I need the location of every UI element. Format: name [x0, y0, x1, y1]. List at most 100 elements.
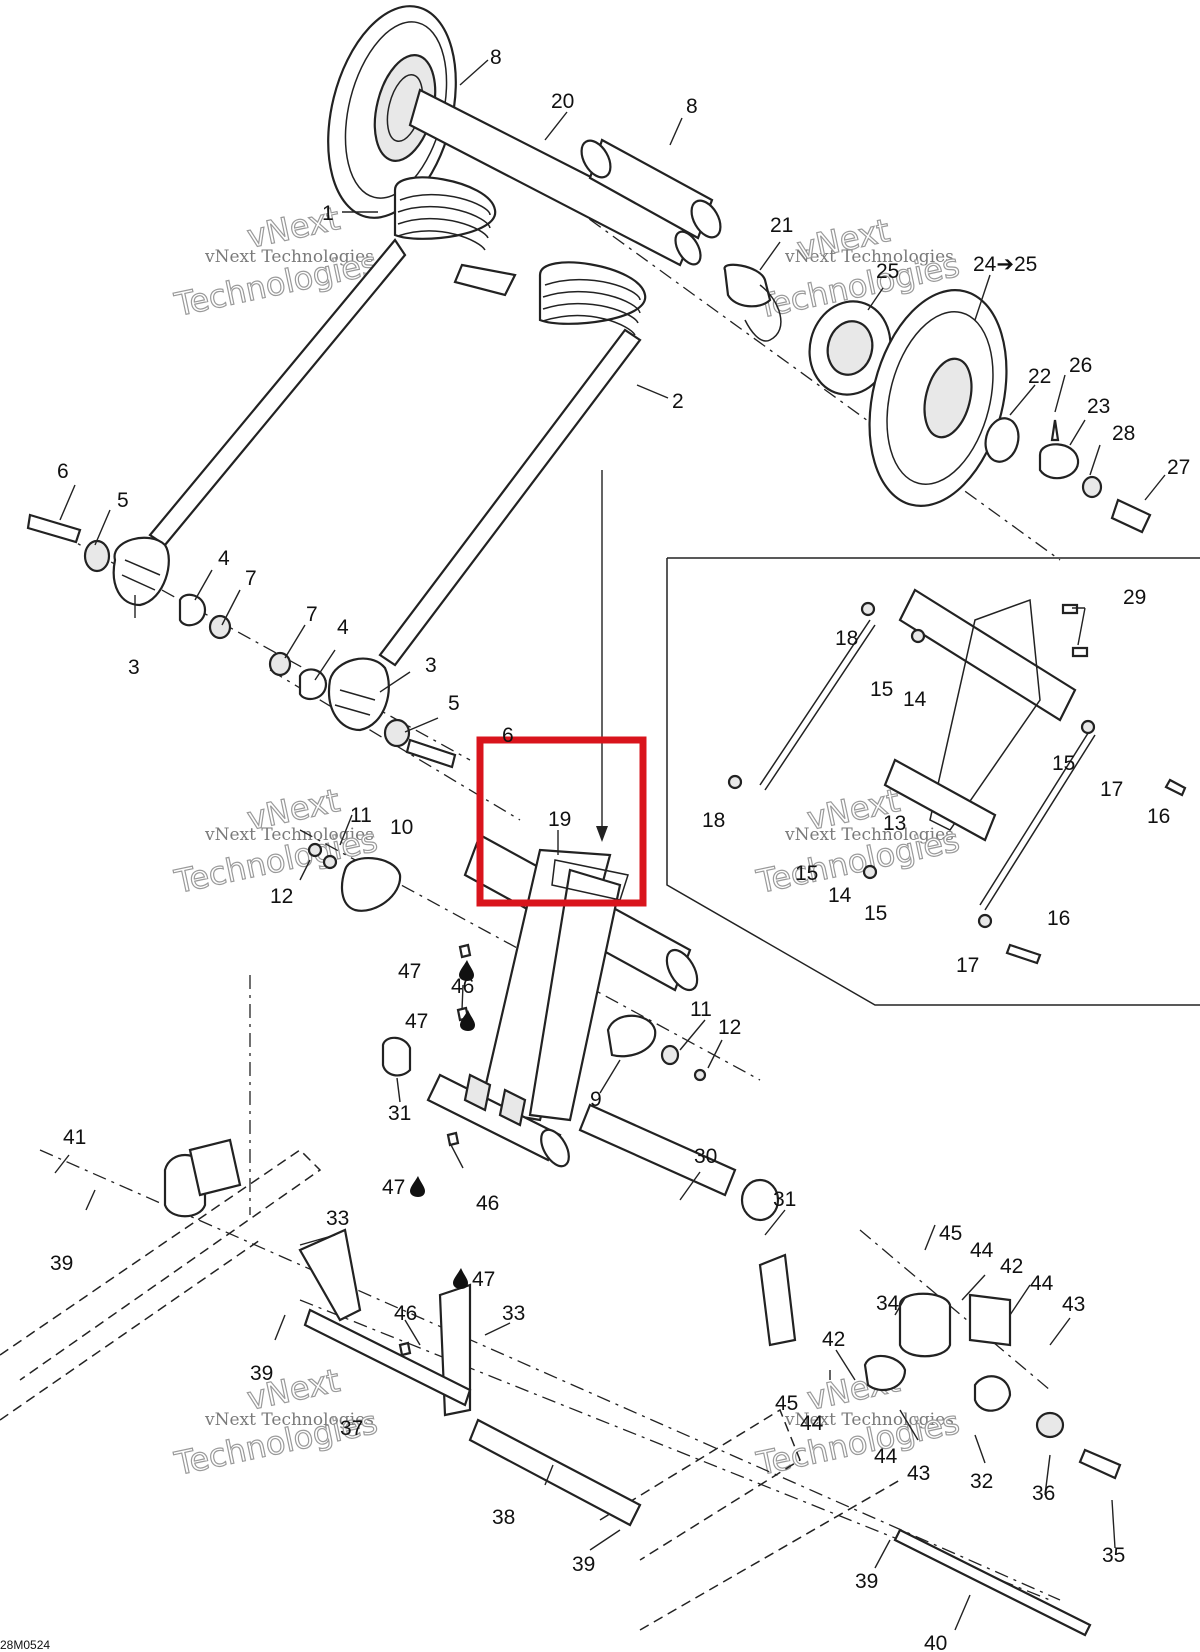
highlight-box: [476, 736, 647, 907]
callout-4: 4: [218, 547, 230, 570]
callout-42: 42: [822, 1328, 845, 1351]
lower-frame: [0, 1103, 1122, 1637]
callout-39: 39: [855, 1570, 878, 1593]
callout-23: 23: [1087, 395, 1110, 418]
callout-41: 41: [63, 1126, 86, 1149]
callout-16: 16: [1147, 805, 1170, 828]
spring-left-1: [148, 176, 517, 547]
svg-text:vNext Technologies: vNext Technologies: [784, 825, 954, 845]
callout-44: 44: [970, 1239, 994, 1262]
drop-icon: [410, 1176, 425, 1197]
callout-21: 21: [770, 214, 793, 237]
svg-text:vNext Technologies: vNext Technologies: [204, 247, 374, 267]
callout-6: 6: [57, 460, 69, 483]
callout-44: 44: [800, 1412, 824, 1435]
callout-20: 20: [551, 90, 574, 113]
svg-text:vNext Technologies: vNext Technologies: [204, 825, 374, 845]
callout-43: 43: [907, 1462, 930, 1485]
callout-44: 44: [1030, 1272, 1054, 1295]
callout-5: 5: [117, 489, 129, 512]
callout-18: 18: [835, 627, 858, 650]
callout-10: 10: [390, 816, 413, 839]
middle-clamp-cluster: [268, 651, 457, 769]
left-clamp-cluster: [26, 513, 232, 640]
callout-33: 33: [502, 1302, 525, 1325]
callout-39: 39: [572, 1553, 595, 1576]
callout-28: 28: [1112, 422, 1135, 445]
callout-46: 46: [394, 1302, 417, 1325]
callout-39: 39: [50, 1252, 73, 1275]
callout-38: 38: [492, 1506, 515, 1529]
callout-47: 47: [472, 1268, 495, 1291]
callout-labels: 1 2 3 3 4 4 5 5 6 6 7 7 8 8 9 10 11 11 1…: [50, 46, 1190, 1652]
callout-12: 12: [270, 885, 293, 908]
callout-9: 9: [590, 1088, 602, 1111]
callout-46: 46: [476, 1192, 499, 1215]
callout-14: 14: [828, 884, 852, 907]
callout-16: 16: [1047, 907, 1070, 930]
callout-14: 14: [903, 688, 927, 711]
callout-40: 40: [924, 1632, 947, 1652]
svg-text:vNext Technologies: vNext Technologies: [204, 1410, 374, 1430]
callout-15: 15: [795, 862, 818, 885]
callout-19: 19: [548, 808, 571, 831]
callout-44: 44: [874, 1445, 898, 1468]
callout-34: 34: [876, 1292, 900, 1315]
callout-33: 33: [326, 1207, 349, 1230]
callout-30: 30: [694, 1145, 717, 1168]
watermark-bottom-right: vNext Technologies vNext Technologies: [752, 1361, 963, 1484]
callout-1: 1: [322, 202, 334, 225]
callout-5: 5: [448, 692, 460, 715]
callout-47: 47: [398, 960, 421, 983]
callout-29: 29: [1123, 586, 1146, 609]
svg-text:vNext Technologies: vNext Technologies: [784, 247, 954, 267]
callout-25: 25: [876, 260, 899, 283]
callout-47: 47: [405, 1010, 428, 1033]
spacer-8: [580, 138, 722, 240]
callout-2: 2: [672, 390, 684, 413]
grease-drop-icons: [410, 960, 475, 1289]
callout-17: 17: [956, 954, 979, 977]
callout-7: 7: [245, 567, 257, 590]
svg-text:vNext Technologies: vNext Technologies: [784, 1410, 954, 1430]
callout-35: 35: [1102, 1544, 1125, 1567]
callout-11: 11: [690, 998, 712, 1021]
callout-31: 31: [773, 1188, 796, 1211]
callout-39: 39: [250, 1362, 273, 1385]
callout-24-25: 24➔25: [973, 253, 1037, 276]
leader-lines: [54, 59, 1166, 1631]
pointer-arrow: [596, 470, 608, 842]
callout-36: 36: [1032, 1482, 1055, 1505]
detail-inset: [666, 557, 1200, 1006]
spring-right-2: [378, 261, 647, 667]
callout-15: 15: [1052, 752, 1075, 775]
small-parts-center: [307, 842, 707, 1357]
callout-15: 15: [870, 678, 893, 701]
callout-4: 4: [337, 616, 349, 639]
callout-32: 32: [970, 1470, 993, 1493]
callout-45: 45: [939, 1222, 962, 1245]
callout-11: 11: [350, 804, 372, 827]
callout-8: 8: [490, 46, 502, 69]
callout-17: 17: [1100, 778, 1123, 801]
callout-26: 26: [1069, 354, 1092, 377]
callout-12: 12: [718, 1016, 741, 1039]
callout-47: 47: [382, 1176, 405, 1199]
callout-18: 18: [702, 809, 725, 832]
swing-arm-19: [426, 833, 699, 1168]
callout-45: 45: [775, 1392, 798, 1415]
callout-22: 22: [1028, 365, 1051, 388]
callout-13: 13: [883, 812, 906, 835]
callout-37: 37: [340, 1417, 363, 1440]
callout-7: 7: [306, 603, 318, 626]
callout-15: 15: [864, 902, 887, 925]
idler-wheel-right: [723, 263, 1152, 534]
callout-6: 6: [502, 724, 514, 747]
callout-43: 43: [1062, 1293, 1085, 1316]
callout-8: 8: [686, 95, 698, 118]
callout-27: 27: [1167, 456, 1190, 479]
diagram-code: 28M0524: [0, 1638, 50, 1652]
callout-3: 3: [128, 656, 140, 679]
callout-42: 42: [1000, 1255, 1023, 1278]
